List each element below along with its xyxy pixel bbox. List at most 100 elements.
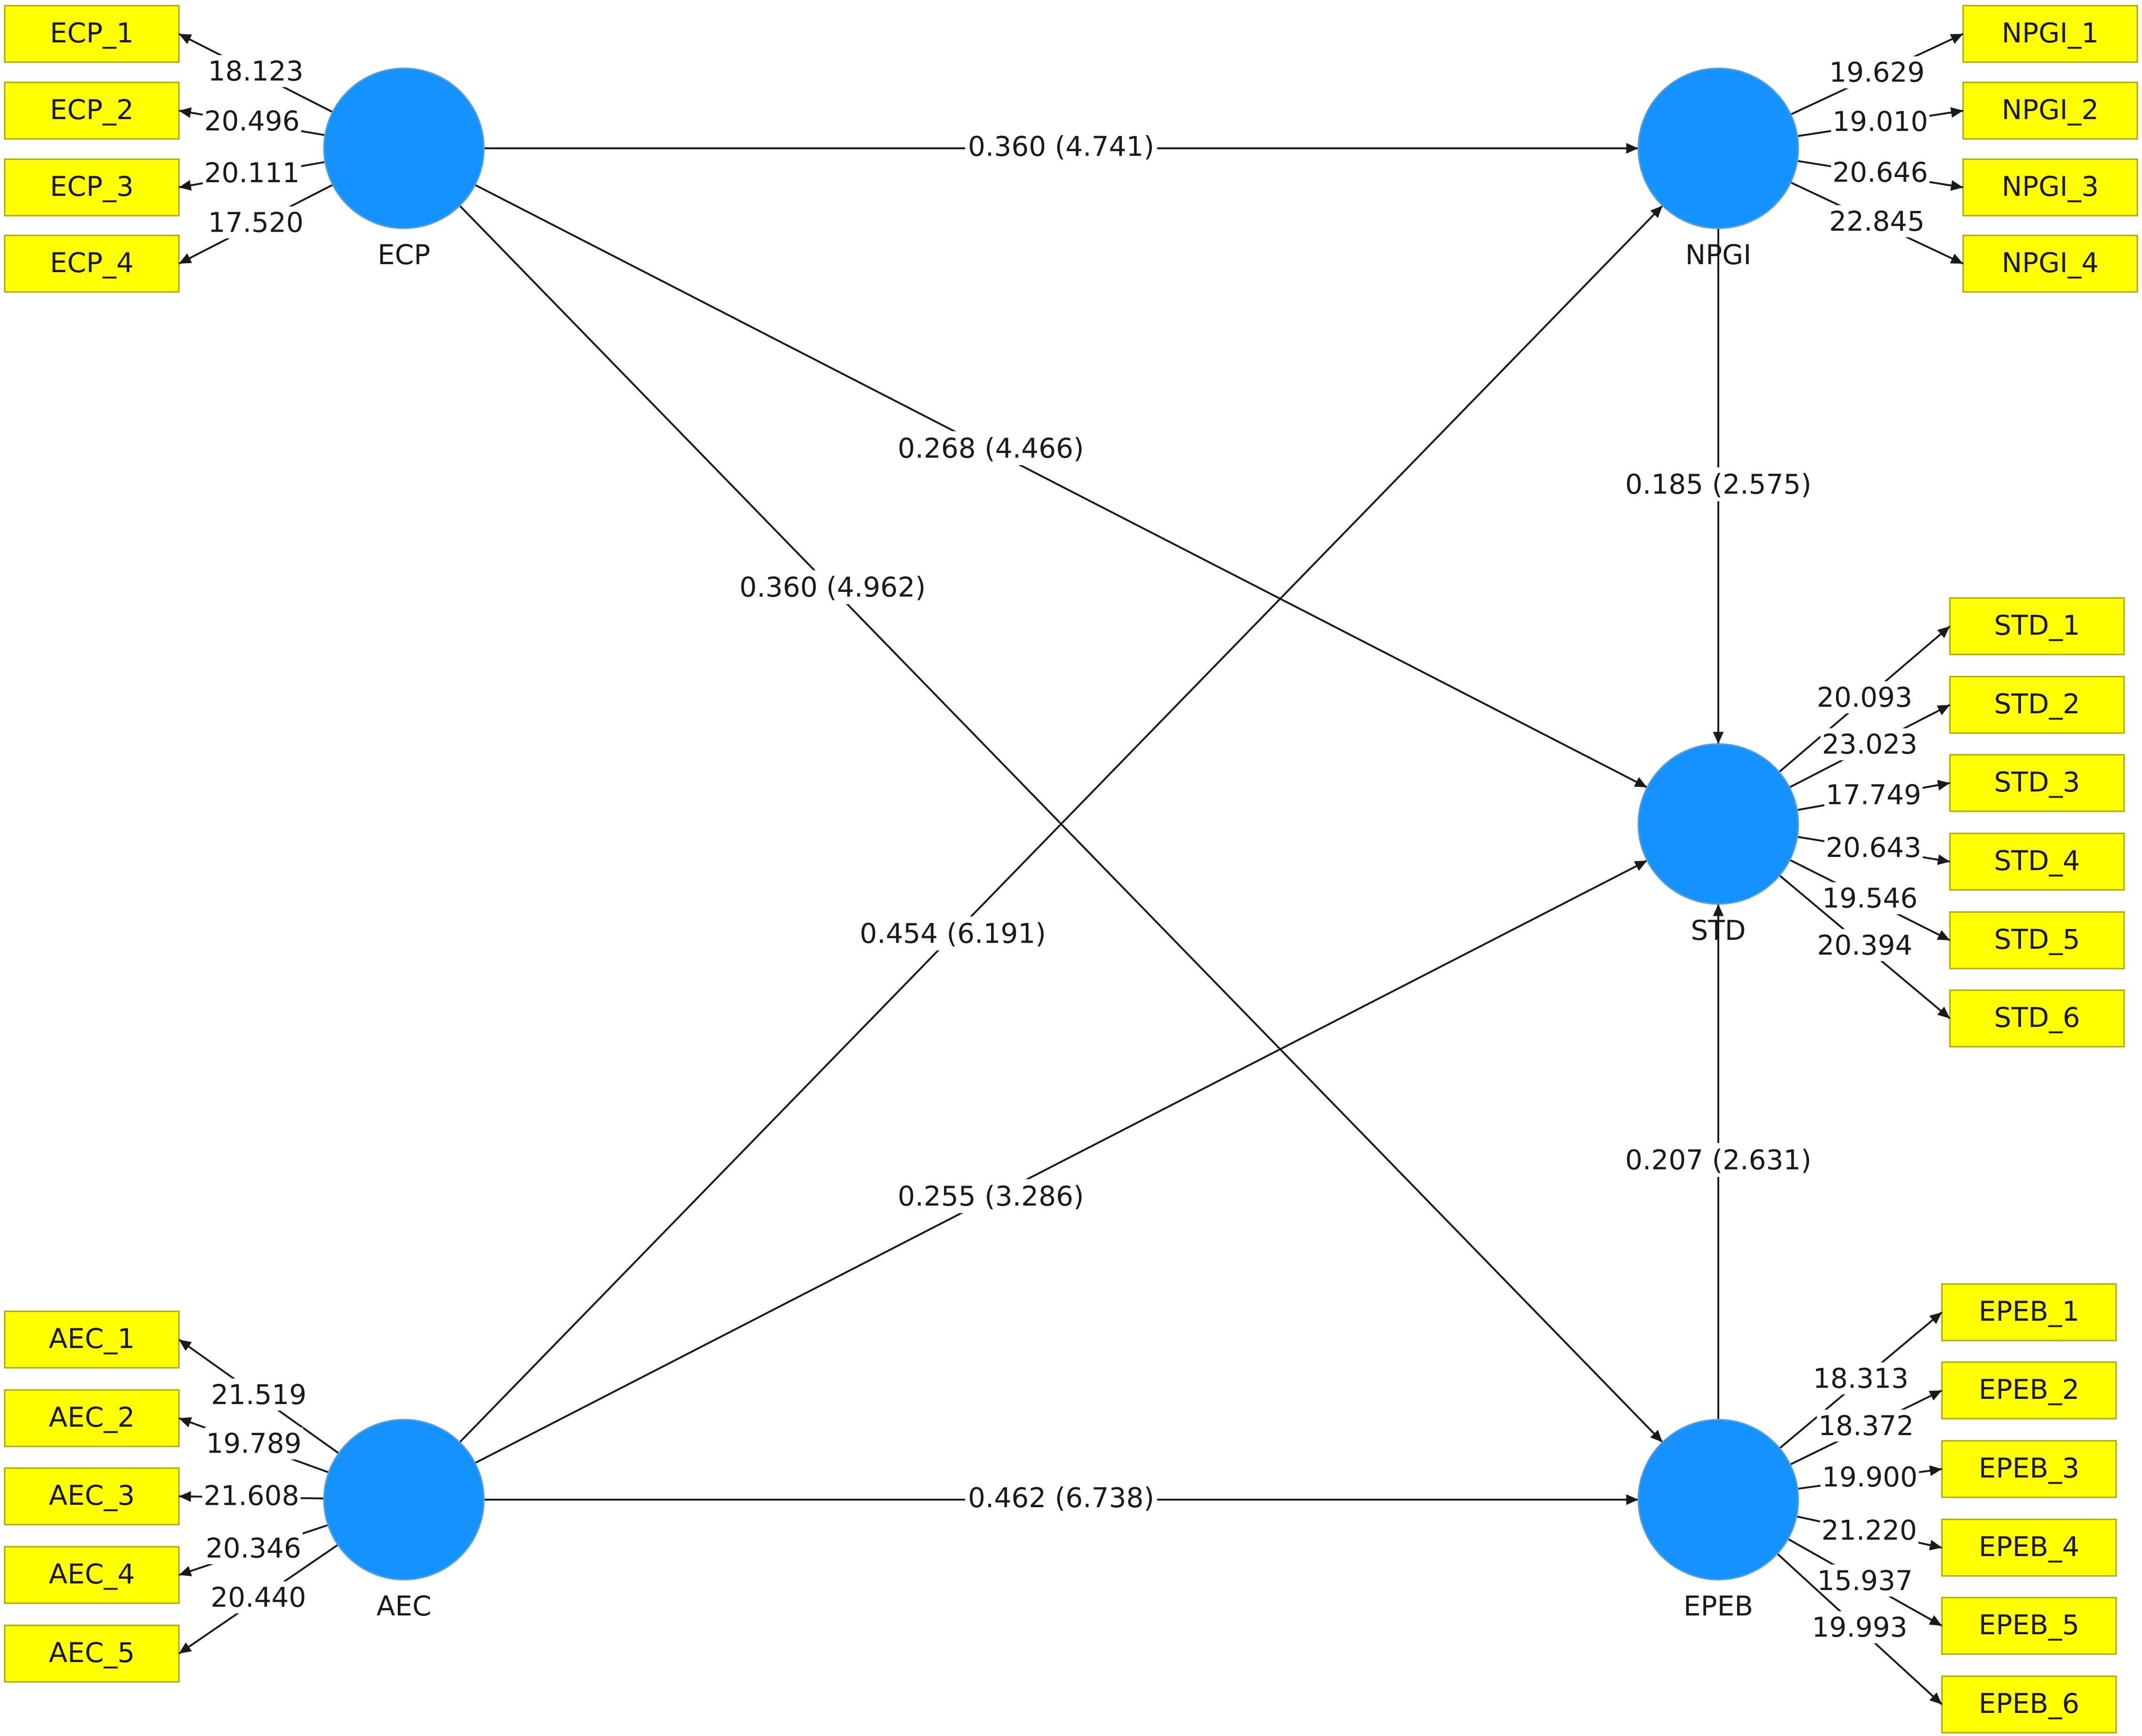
indicator-std-1-box[interactable] (1949, 597, 2125, 655)
path-aec-to-std-arrowhead (1634, 860, 1647, 871)
indicator-aec-1-box[interactable] (4, 1310, 180, 1369)
loading-aec-2-background (204, 1427, 303, 1460)
loading-npgi-4-value: 22.845 (1829, 205, 1925, 237)
indicator-std-2-box[interactable] (1949, 676, 2125, 734)
path-aec-to-epeb-arrowhead (1626, 1494, 1638, 1505)
path-ecp-to-epeb-arrowhead (1650, 1429, 1663, 1443)
path-aec-to-npgi-label-background (857, 916, 1049, 951)
indicator-std-4-label: STD_4 (1994, 845, 2080, 877)
loading-aec-2-arrowhead (179, 1417, 192, 1428)
indicator-epeb-3-label: EPEB_3 (1979, 1452, 2079, 1484)
indicator-npgi-2-box[interactable] (1962, 81, 2138, 140)
loading-std-4-value: 20.643 (1826, 832, 1921, 864)
loading-epeb-2-value: 18.372 (1818, 1410, 1914, 1442)
latent-aec-circle[interactable] (323, 1419, 485, 1581)
indicator-aec-4-label: AEC_4 (49, 1558, 135, 1590)
loading-aec-5-arrowhead (179, 1642, 192, 1654)
indicator-aec-3-label: AEC_3 (49, 1479, 135, 1511)
loading-aec-4-background (204, 1532, 303, 1565)
indicator-epeb-1-label: EPEB_1 (1979, 1295, 2079, 1327)
loading-npgi-1-arrowhead (1950, 34, 1963, 44)
latent-npgi-label: NPGI (1685, 239, 1751, 271)
path-ecp-to-std-arrowhead (1634, 777, 1647, 788)
indicator-std-2-label: STD_2 (1994, 688, 2080, 720)
structural-paths (459, 143, 1724, 1505)
path-npgi-to-std-arrowhead (1713, 732, 1724, 744)
loading-npgi-4-background (1828, 205, 1926, 237)
loading-npgi-3-value: 20.646 (1832, 156, 1928, 188)
path-npgi-to-std-label-background (1622, 467, 1814, 501)
indicator-npgi-1-box[interactable] (1962, 5, 2138, 63)
path-aec-to-epeb-coefficient: 0.462 (6.738) (968, 1482, 1154, 1514)
indicator-epeb-6-label: EPEB_6 (1979, 1688, 2079, 1720)
latent-std-circle[interactable] (1637, 743, 1799, 905)
latent-epeb-circle[interactable] (1637, 1419, 1799, 1581)
loading-aec-1-arrowhead (179, 1340, 192, 1351)
latent-ecp-label: ECP (378, 239, 430, 271)
indicator-npgi-4-label: NPGI_4 (2002, 247, 2099, 279)
loading-aec-4-arrowhead (179, 1566, 192, 1576)
path-aec-to-epeb-label-background (965, 1481, 1157, 1515)
loading-std-3-value: 17.749 (1826, 779, 1921, 811)
latent-std-label: STD (1691, 914, 1746, 946)
indicator-std-4-box[interactable] (1949, 832, 2125, 891)
latent-ecp-circle[interactable] (323, 67, 485, 229)
latent-npgi-circle[interactable] (1637, 67, 1799, 229)
loading-ecp-2-background (202, 105, 301, 137)
loading-std-3-background (1824, 778, 1923, 811)
indicator-ecp-3-box[interactable] (4, 158, 180, 217)
loading-epeb-4-value: 21.220 (1821, 1514, 1917, 1546)
loading-ecp-1-background (206, 55, 305, 88)
indicator-epeb-3-box[interactable] (1941, 1440, 2117, 1498)
path-ecp-to-std-line (475, 184, 1648, 789)
indicator-epeb-2-label: EPEB_2 (1979, 1373, 2079, 1405)
loading-epeb-1-background (1812, 1362, 1910, 1395)
path-ecp-to-npgi-coefficient: 0.360 (4.741) (968, 130, 1154, 162)
path-aec-to-std-line (475, 859, 1648, 1464)
loading-npgi-1-value: 19.629 (1829, 57, 1925, 89)
loading-npgi-2-value: 19.010 (1833, 105, 1928, 137)
indicator-aec-4-box[interactable] (4, 1546, 180, 1604)
indicator-npgi-4-box[interactable] (1962, 234, 2138, 293)
indicator-std-3-box[interactable] (1949, 754, 2125, 812)
indicator-std-5-label: STD_5 (1994, 923, 2080, 955)
loading-npgi-4-arrowhead (1950, 253, 1963, 264)
loading-ecp-3-value: 20.111 (204, 157, 300, 189)
loading-std-6-arrowhead (1937, 1006, 1950, 1018)
loading-ecp-3-arrowhead (179, 180, 192, 191)
loading-npgi-3-arrowhead (1950, 180, 1963, 191)
loading-epeb-4-arrowhead (1929, 1540, 1942, 1550)
path-ecp-to-npgi-label-background (965, 129, 1157, 164)
path-ecp-to-npgi-arrowhead (1626, 143, 1638, 154)
indicator-epeb-2-box[interactable] (1941, 1361, 2117, 1420)
latent-aec-label: AEC (377, 1590, 432, 1622)
indicator-ecp-4-label: ECP_4 (50, 247, 134, 279)
indicator-ecp-1-label: ECP_1 (50, 17, 134, 49)
indicator-std-6-box[interactable] (1949, 989, 2125, 1048)
loading-std-4-arrowhead (1937, 854, 1950, 865)
indicator-ecp-2-box[interactable] (4, 81, 180, 140)
indicator-epeb-1-box[interactable] (1941, 1283, 2117, 1341)
indicator-npgi-3-label: NPGI_3 (2002, 170, 2099, 202)
loading-epeb-2-background (1817, 1409, 1916, 1442)
loading-std-4-background (1824, 831, 1923, 864)
indicator-aec-5-label: AEC_5 (49, 1637, 135, 1669)
indicator-ecp-1-box[interactable] (4, 5, 180, 63)
loading-epeb-3-value: 19.900 (1822, 1461, 1917, 1493)
loading-epeb-5-background (1816, 1564, 1915, 1597)
path-aec-to-std-coefficient: 0.255 (3.286) (898, 1180, 1084, 1212)
indicator-aec-2-box[interactable] (4, 1389, 180, 1447)
loading-std-3-arrowhead (1937, 780, 1950, 791)
indicator-epeb-4-box[interactable] (1941, 1518, 2117, 1577)
indicator-std-5-box[interactable] (1949, 911, 2125, 969)
path-aec-to-std-label-background (894, 1179, 1087, 1213)
loading-epeb-4-background (1820, 1514, 1919, 1546)
indicator-ecp-4-box[interactable] (4, 234, 180, 293)
indicator-ecp-3-label: ECP_3 (50, 170, 134, 202)
path-epeb-to-std-arrowhead (1713, 904, 1724, 916)
indicator-aec-3-box[interactable] (4, 1467, 180, 1526)
loading-aec-5-background (209, 1581, 308, 1614)
path-ecp-to-std-label-background (894, 431, 1087, 465)
